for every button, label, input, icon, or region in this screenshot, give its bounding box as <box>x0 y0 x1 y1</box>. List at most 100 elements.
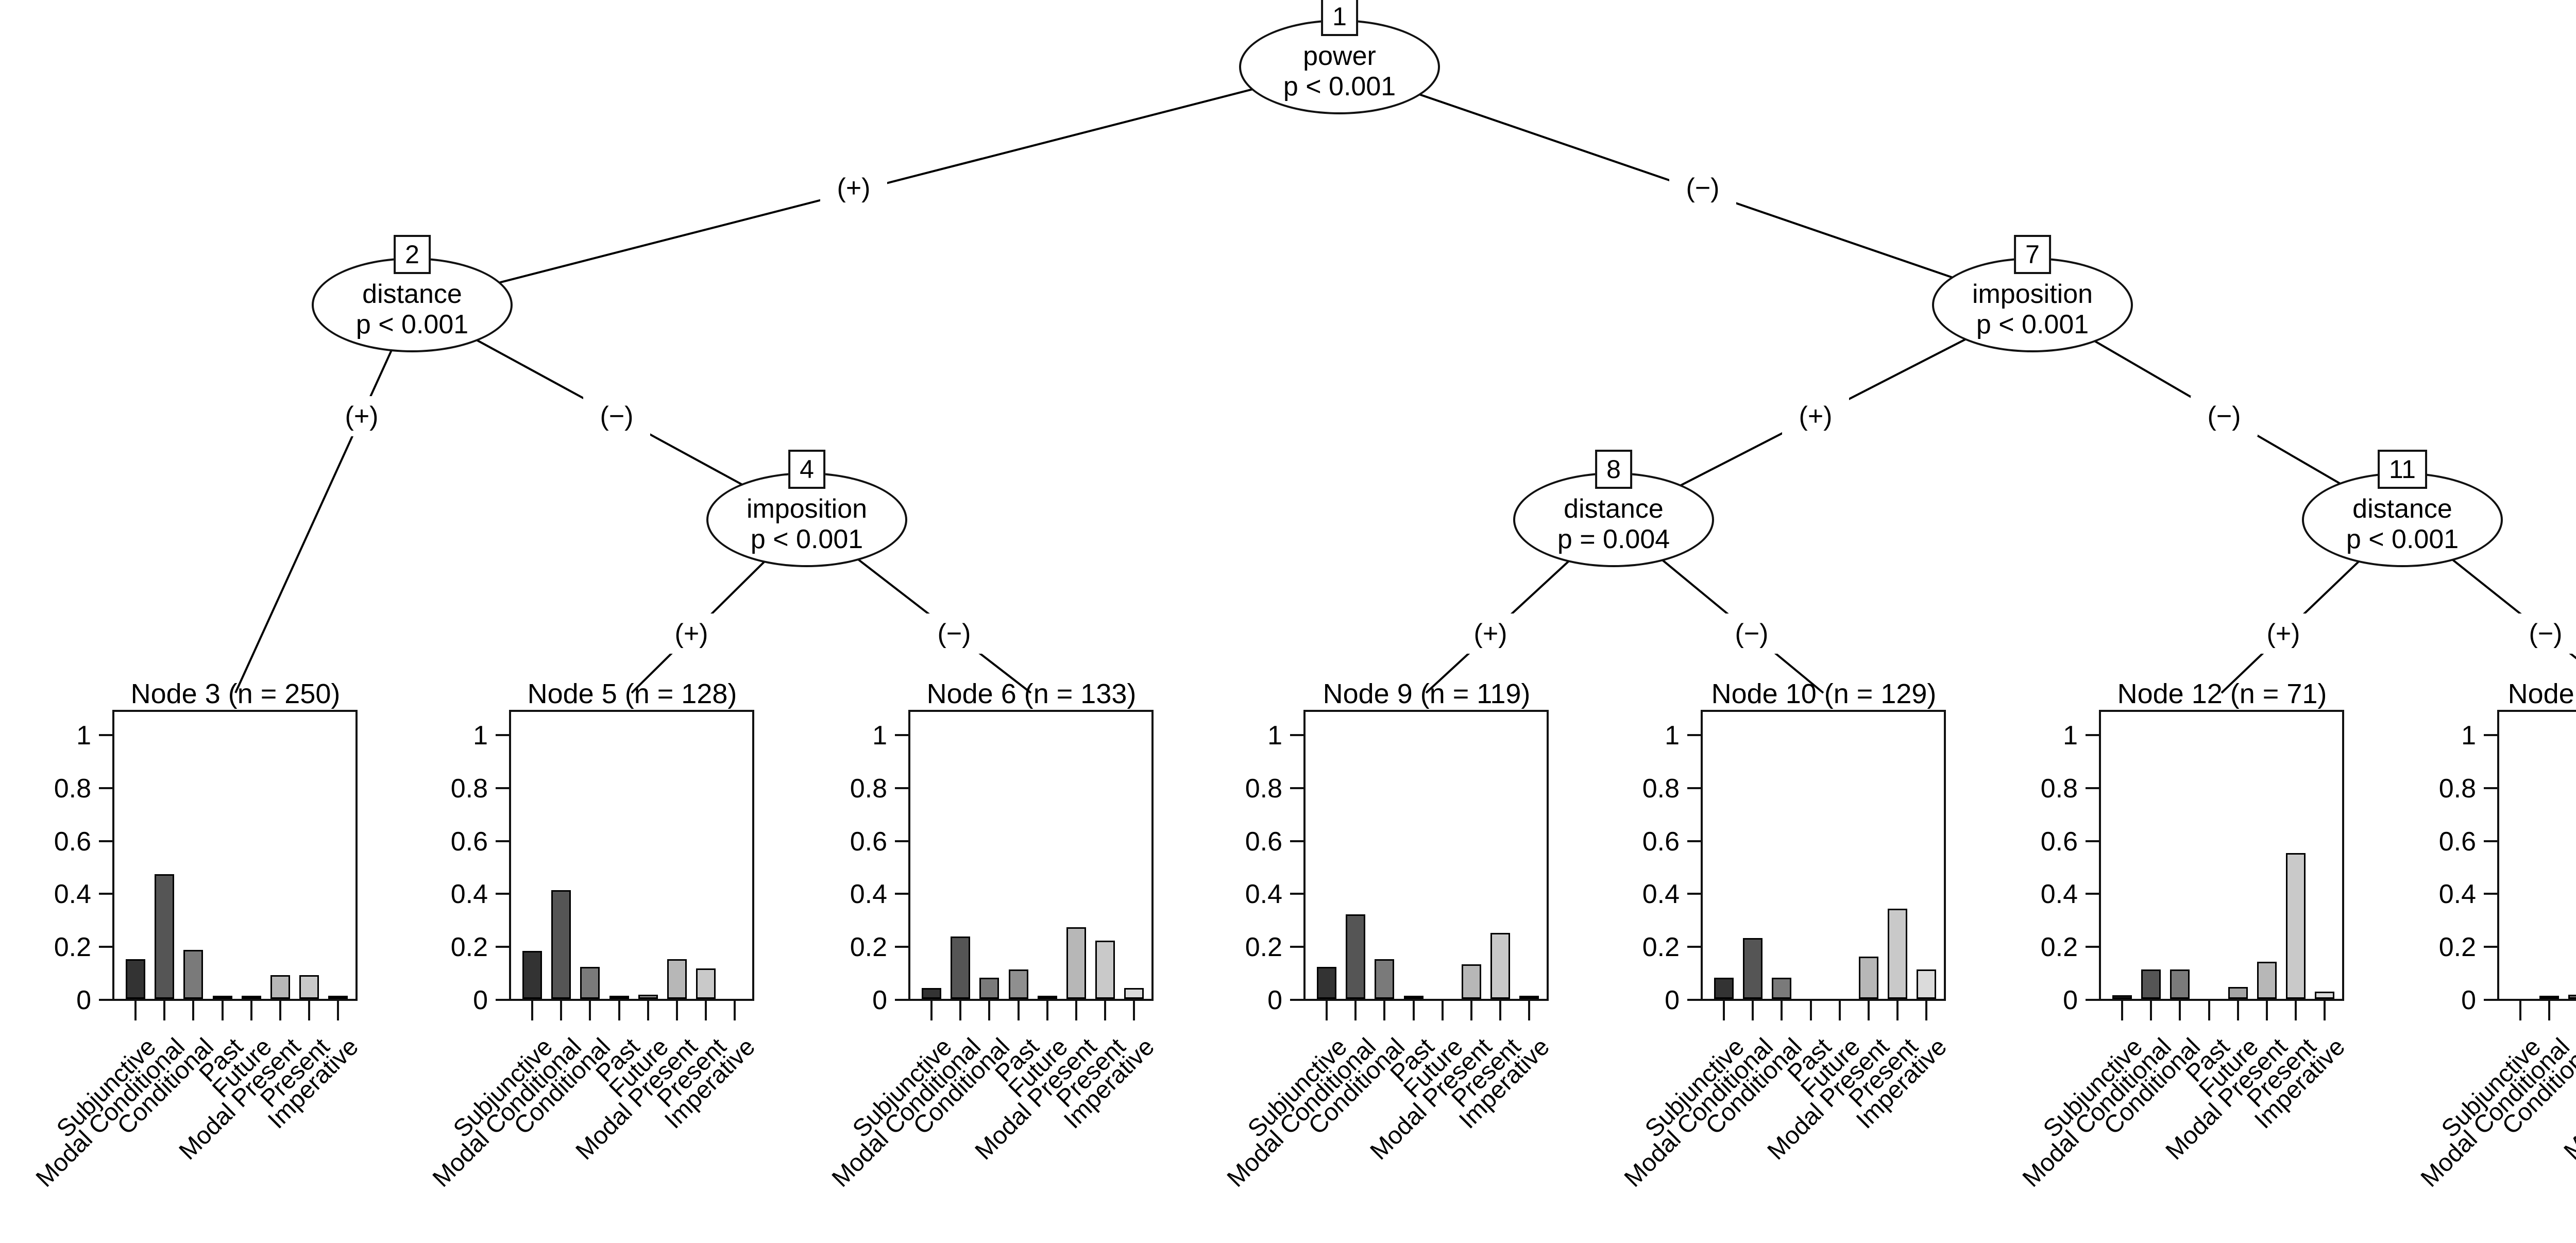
branch-label-7: (−) <box>921 614 988 654</box>
y-axis-tick-label: 0.2 <box>450 932 488 963</box>
y-axis-tick <box>2086 999 2099 1001</box>
panel-title: Node 10 (n = 129) <box>1711 678 1937 709</box>
y-axis-tick <box>99 946 112 948</box>
y-axis-tick-label: 0.8 <box>450 773 488 804</box>
x-axis-tick <box>1470 1000 1472 1020</box>
y-axis-tick-label: 0 <box>1267 985 1282 1015</box>
bar-modal-conditional <box>2539 996 2560 999</box>
x-axis-tick <box>1441 1000 1444 1020</box>
y-axis-tick <box>2086 946 2099 948</box>
bar-present <box>1888 909 1908 999</box>
y-axis-tick-label: 0.8 <box>850 773 887 804</box>
y-axis-tick-label: 0.4 <box>2040 879 2078 910</box>
y-axis-tick-label: 0.4 <box>1245 879 1282 910</box>
tree-node-1-variable: power <box>1303 41 1376 71</box>
y-axis-tick <box>2086 840 2099 842</box>
y-axis-tick <box>1290 999 1303 1001</box>
y-axis-tick-label: 0.6 <box>2438 826 2476 857</box>
x-axis-tick <box>1896 1000 1899 1020</box>
branch-label-3: (−) <box>583 396 650 436</box>
panel-title: Node 5 (n = 128) <box>527 678 737 709</box>
bar-modal-conditional <box>551 890 571 999</box>
bar-modal-present <box>1462 964 1481 999</box>
bar-past <box>1403 996 1423 999</box>
y-axis-tick-label: 0.8 <box>1642 773 1680 804</box>
x-axis-tick <box>1354 1000 1357 1020</box>
y-axis-tick <box>895 840 908 842</box>
bar-modal-conditional <box>1743 938 1763 999</box>
y-axis-tick-label: 0.2 <box>54 932 91 963</box>
bar-imperative <box>1124 988 1144 999</box>
y-axis-tick <box>2086 734 2099 736</box>
y-axis-tick <box>2484 787 2497 789</box>
tree-node-1-pvalue: p < 0.001 <box>1283 72 1396 101</box>
y-axis-tick-label: 0.2 <box>2040 932 2078 963</box>
x-axis-tick <box>2324 1000 2326 1020</box>
y-axis-tick <box>1687 999 1701 1001</box>
y-axis-tick-label: 0.4 <box>1642 879 1680 910</box>
branch-label-0: (+) <box>820 168 887 208</box>
tree-node-4-pvalue: p < 0.001 <box>750 524 863 554</box>
y-axis-tick <box>895 946 908 948</box>
bar-subjunctive <box>522 951 542 999</box>
x-axis-tick <box>2121 1000 2123 1020</box>
bar-subjunctive <box>126 959 145 999</box>
x-axis-tick <box>1528 1000 1531 1020</box>
x-axis-tick <box>2236 1000 2239 1020</box>
x-axis-tick <box>1017 1000 1020 1020</box>
y-axis-tick-label: 0 <box>1665 985 1680 1015</box>
bar-future <box>2228 986 2248 999</box>
x-axis-tick <box>959 1000 962 1020</box>
x-axis-tick <box>337 1000 340 1020</box>
y-axis-tick-label: 0.8 <box>2438 773 2476 804</box>
x-axis-tick <box>560 1000 563 1020</box>
tree-node-1-id-badge: 1 <box>1321 0 1358 36</box>
panel-title: Node 3 (n = 250) <box>130 678 341 709</box>
y-axis-tick-label: 0.2 <box>850 932 887 963</box>
x-axis-tick <box>930 1000 933 1020</box>
bar-modal-present <box>667 959 687 999</box>
y-axis-tick <box>99 734 112 736</box>
x-axis-tick <box>705 1000 707 1020</box>
panel-title: Node 12 (n = 71) <box>2117 678 2327 709</box>
tree-edge-2 <box>234 304 413 693</box>
y-axis-tick <box>895 893 908 895</box>
x-axis-tick <box>1868 1000 1870 1020</box>
bar-future <box>241 996 261 999</box>
x-axis-tick <box>2519 1000 2521 1020</box>
y-axis-tick-label: 0.4 <box>850 879 887 910</box>
x-axis-tick <box>2208 1000 2210 1020</box>
y-axis-tick <box>1687 840 1701 842</box>
bar-modal-conditional <box>951 936 971 999</box>
y-axis-tick-label: 0.2 <box>1642 932 1680 963</box>
y-axis-tick-label: 0.2 <box>2438 932 2476 963</box>
y-axis-tick-label: 0.2 <box>1245 932 1282 963</box>
bar-past <box>1008 969 1028 999</box>
bar-imperative <box>2315 991 2335 999</box>
x-axis-tick <box>134 1000 137 1020</box>
bar-modal-present <box>2257 962 2277 999</box>
y-axis-tick-label: 1 <box>2461 721 2476 751</box>
y-axis-tick <box>99 840 112 842</box>
bar-conditional <box>580 967 600 999</box>
x-axis-tick <box>1046 1000 1048 1020</box>
bar-imperative <box>1519 996 1539 999</box>
y-axis-tick-label: 0.6 <box>2040 826 2078 857</box>
branch-label-10: (+) <box>2250 614 2317 654</box>
y-axis-tick-label: 0.6 <box>54 826 91 857</box>
y-axis-tick-label: 0.4 <box>54 879 91 910</box>
x-axis-tick <box>1412 1000 1415 1020</box>
x-axis-tick <box>1383 1000 1386 1020</box>
bar-modal-conditional <box>1346 914 1366 999</box>
y-axis-tick <box>1290 893 1303 895</box>
bar-subjunctive <box>922 988 941 999</box>
y-axis-tick <box>496 893 509 895</box>
bar-conditional <box>1375 959 1395 999</box>
y-axis-tick-label: 0.8 <box>2040 773 2078 804</box>
y-axis-tick <box>496 734 509 736</box>
x-axis-tick <box>1925 1000 1928 1020</box>
y-axis-tick-label: 0 <box>2063 985 2078 1015</box>
bar-conditional <box>979 977 999 999</box>
